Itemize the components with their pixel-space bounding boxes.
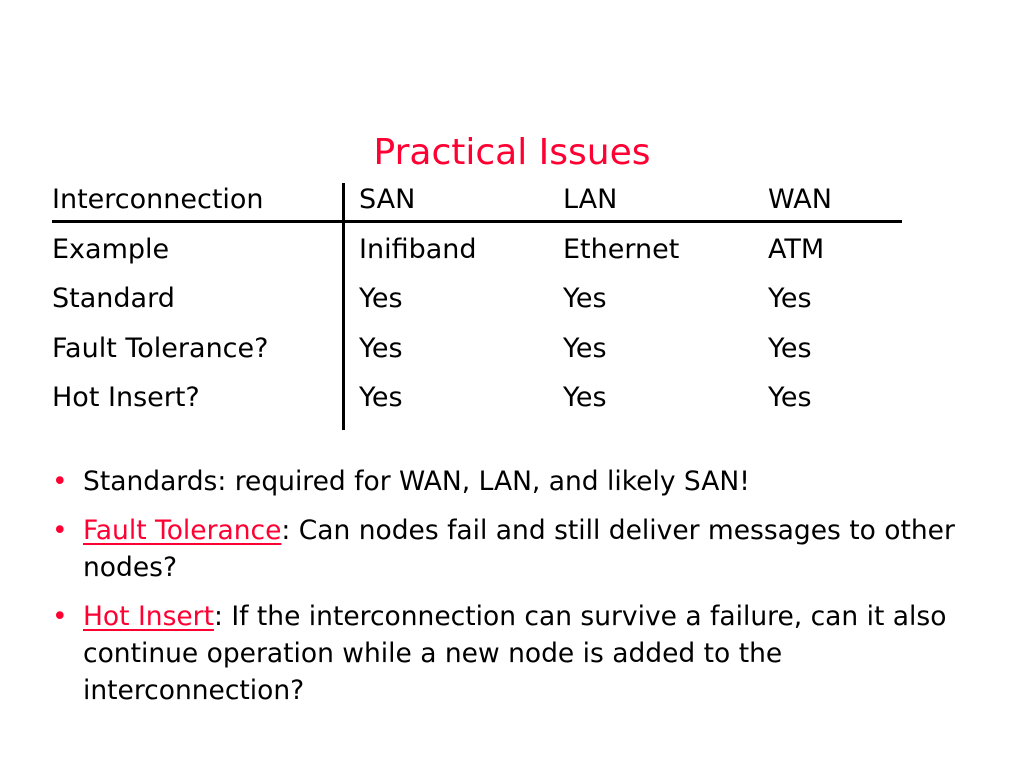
table-cell-wan-fault-tolerance: Yes [768,333,812,364]
bullet-list: • Standards: required for WAN, LAN, and … [52,463,982,721]
row-label-standard: Standard [52,283,175,314]
header-interconnection: Interconnection [52,184,264,215]
table-cell-lan-standard: Yes [563,283,607,314]
table-cell-san-hot-insert: Yes [359,382,403,413]
header-divider [52,220,902,223]
header-wan: WAN [768,184,832,215]
hot-insert-description: If the interconnection can survive a fai… [83,601,947,706]
table-cell-lan-example: Ethernet [563,234,680,265]
bullet-fault-tolerance: • Fault Tolerance: Can nodes fail and st… [52,512,982,586]
table-cell-san-example: Inifiband [359,234,477,265]
bullet-standards: • Standards: required for WAN, LAN, and … [52,463,982,500]
fault-tolerance-separator: : [281,515,291,546]
table-row-standard: Standard Yes Yes Yes [52,274,902,324]
bullet-icon: • [52,466,68,497]
hot-insert-separator: : [213,601,223,632]
fault-tolerance-description: Can nodes fail and still deliver message… [83,515,955,583]
fault-tolerance-term: Fault Tolerance [83,515,282,546]
table-cell-san-standard: Yes [359,283,403,314]
table-row-example: Example Inifiband Ethernet ATM [52,225,902,275]
row-label-hot-insert: Hot Insert? [52,382,200,413]
issues-table: Interconnection SAN LAN WAN Example Inif… [52,175,902,430]
bullet-icon: • [52,601,68,632]
table-cell-lan-fault-tolerance: Yes [563,333,607,364]
first-column-divider [342,183,345,430]
slide-title: Practical Issues [373,132,651,174]
table-cell-wan-example: ATM [768,234,825,265]
hot-insert-term: Hot Insert [83,601,214,632]
bullet-hot-insert: • Hot Insert: If the interconnection can… [52,598,982,709]
table-cell-wan-hot-insert: Yes [768,382,812,413]
bullet-standards-text: Standards: required for WAN, LAN, and li… [83,466,750,497]
bullet-icon: • [52,515,68,546]
header-lan: LAN [563,184,618,215]
row-label-example: Example [52,234,170,265]
table-cell-san-fault-tolerance: Yes [359,333,403,364]
row-label-fault-tolerance: Fault Tolerance? [52,333,269,364]
table-header-row: Interconnection SAN LAN WAN [52,175,902,225]
header-san: SAN [359,184,416,215]
table-cell-lan-hot-insert: Yes [563,382,607,413]
table-row-fault-tolerance: Fault Tolerance? Yes Yes Yes [52,324,902,374]
table-row-hot-insert: Hot Insert? Yes Yes Yes [52,373,902,423]
table-cell-wan-standard: Yes [768,283,812,314]
